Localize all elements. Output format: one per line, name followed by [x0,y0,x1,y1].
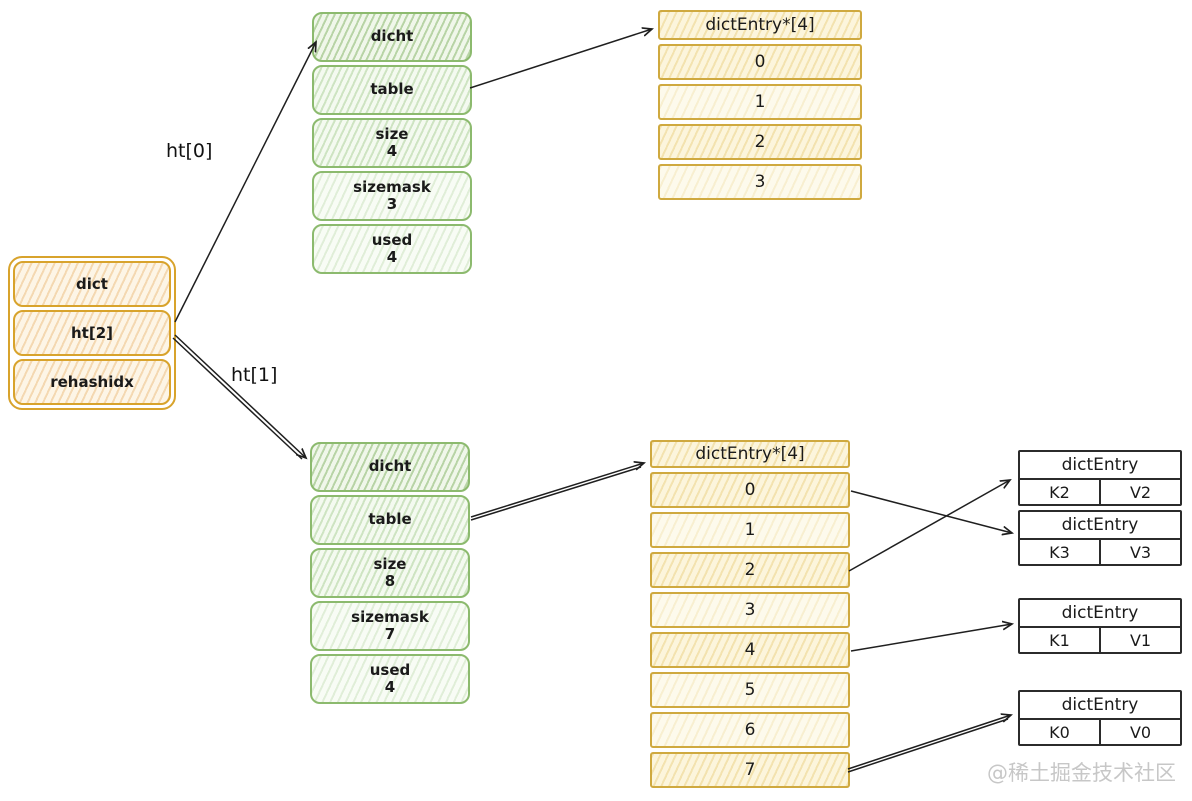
ht0-array-slot-3: 3 [658,164,862,200]
ht0-bucket-array: dictEntry*[4] 0 1 2 3 [658,10,862,200]
arrow-ht1-table-to-array [470,463,644,518]
dict-entry-k3v3-key: K3 [1020,540,1101,564]
dict-entry-k2v2-key: K2 [1020,480,1101,504]
dict-entry-k3v3: dictEntry K3 V3 [1018,510,1182,566]
ht1-table-box: dicht table size 8 sizemask 7 used 4 [310,442,470,704]
arrow-dict-to-ht1-stroke2 [172,337,303,460]
ht1-array-slot-6: 6 [650,712,850,748]
dict-entry-k0v0-value: V0 [1129,722,1152,742]
ht0-cell-sizemask-value: 3 [386,195,398,213]
ht0-array-slot-1: 1 [658,84,862,120]
ht0-cell-dicht: dicht [312,12,472,62]
ht1-array-header: dictEntry*[4] [650,440,850,468]
ht1-cell-table-label: table [368,510,412,529]
arrow-dict-to-ht1 [174,334,306,458]
ht1-cell-used: used 4 [310,654,470,704]
dict-entry-k0v0-title: dictEntry [1020,692,1180,720]
dict-cell-ht-label: ht[2] [71,323,113,342]
ht1-cell-used-value: 4 [384,678,396,696]
ht1-array-slot-1: 1 [650,512,850,548]
ht0-cell-size-value: 4 [386,142,398,160]
dict-entry-k1v1-key: K1 [1020,628,1101,652]
ht1-cell-sizemask-label: sizemask [351,607,429,626]
edge-label-ht1: ht[1] [231,364,278,386]
dict-cell-title: dict [13,261,171,307]
arrow-slot7-to-k0v0-stroke2 [847,718,1009,773]
edge-label-ht0: ht[0] [166,140,213,162]
arrow-dict-to-ht0 [174,42,316,323]
dict-entry-k3v3-title: dictEntry [1020,512,1180,540]
ht1-cell-dicht: dicht [310,442,470,492]
ht1-array-slot-0: 0 [650,472,850,508]
ht0-cell-size: size 4 [312,118,472,168]
dict-entry-k1v1-value: V1 [1129,630,1152,650]
dict-entry-k1v1-title: dictEntry [1020,600,1180,628]
dict-struct-box: dict ht[2] rehashidx [8,256,176,410]
ht1-cell-sizemask: sizemask 7 [310,601,470,651]
ht1-cell-sizemask-value: 7 [384,625,396,643]
ht1-cell-size-label: size [373,554,407,573]
ht1-array-slot-7: 7 [650,752,850,788]
dict-cell-ht: ht[2] [13,310,171,356]
dict-entry-k0v0: dictEntry K0 V0 [1018,690,1182,746]
ht1-array-slot-3: 3 [650,592,850,628]
dict-entry-k3v3-value: V3 [1129,542,1152,562]
dict-cell-rehashidx-label: rehashidx [50,372,134,391]
dict-entry-k0v0-key: K0 [1020,720,1101,744]
ht1-cell-used-label: used [369,660,411,679]
ht0-array-slot-0: 0 [658,44,862,80]
ht1-cell-table: table [310,495,470,545]
ht1-cell-size: size 8 [310,548,470,598]
ht1-array-slot-4: 4 [650,632,850,668]
ht1-array-slot-5: 5 [650,672,850,708]
arrow-ht0-table-to-array [469,29,652,89]
arrow-ht1-table-to-array-stroke2 [470,466,642,521]
ht1-bucket-array: dictEntry*[4] 0 1 2 3 4 5 6 7 [650,440,850,788]
dict-entry-k2v2-title: dictEntry [1020,452,1180,480]
arrow-slot0-to-k3v3 [850,490,1012,533]
ht1-array-slot-2: 2 [650,552,850,588]
ht0-cell-size-label: size [375,124,409,143]
watermark: @稀土掘金技术社区 [987,761,1176,785]
arrow-slot2-to-k2v2 [848,480,1010,572]
ht0-cell-used: used 4 [312,224,472,274]
ht0-table-box: dicht table size 4 sizemask 3 used 4 [312,12,472,274]
dict-entry-k2v2: dictEntry K2 V2 [1018,450,1182,506]
dict-entry-k2v2-value: V2 [1129,482,1152,502]
dict-entry-k1v1: dictEntry K1 V1 [1018,598,1182,654]
ht0-cell-used-label: used [371,230,413,249]
ht0-array-slot-2: 2 [658,124,862,160]
ht0-cell-used-value: 4 [386,248,398,266]
ht0-array-header: dictEntry*[4] [658,10,862,40]
ht0-cell-sizemask-label: sizemask [353,177,431,196]
arrow-slot4-to-k1v1 [850,624,1012,652]
ht1-cell-dicht-label: dicht [368,457,412,476]
ht0-cell-sizemask: sizemask 3 [312,171,472,221]
ht0-cell-table: table [312,65,472,115]
ht0-cell-table-label: table [370,80,414,99]
dict-cell-rehashidx: rehashidx [13,359,171,405]
ht0-cell-dicht-label: dicht [370,27,414,46]
dict-cell-title-label: dict [76,274,108,293]
ht1-cell-size-value: 8 [384,572,396,590]
